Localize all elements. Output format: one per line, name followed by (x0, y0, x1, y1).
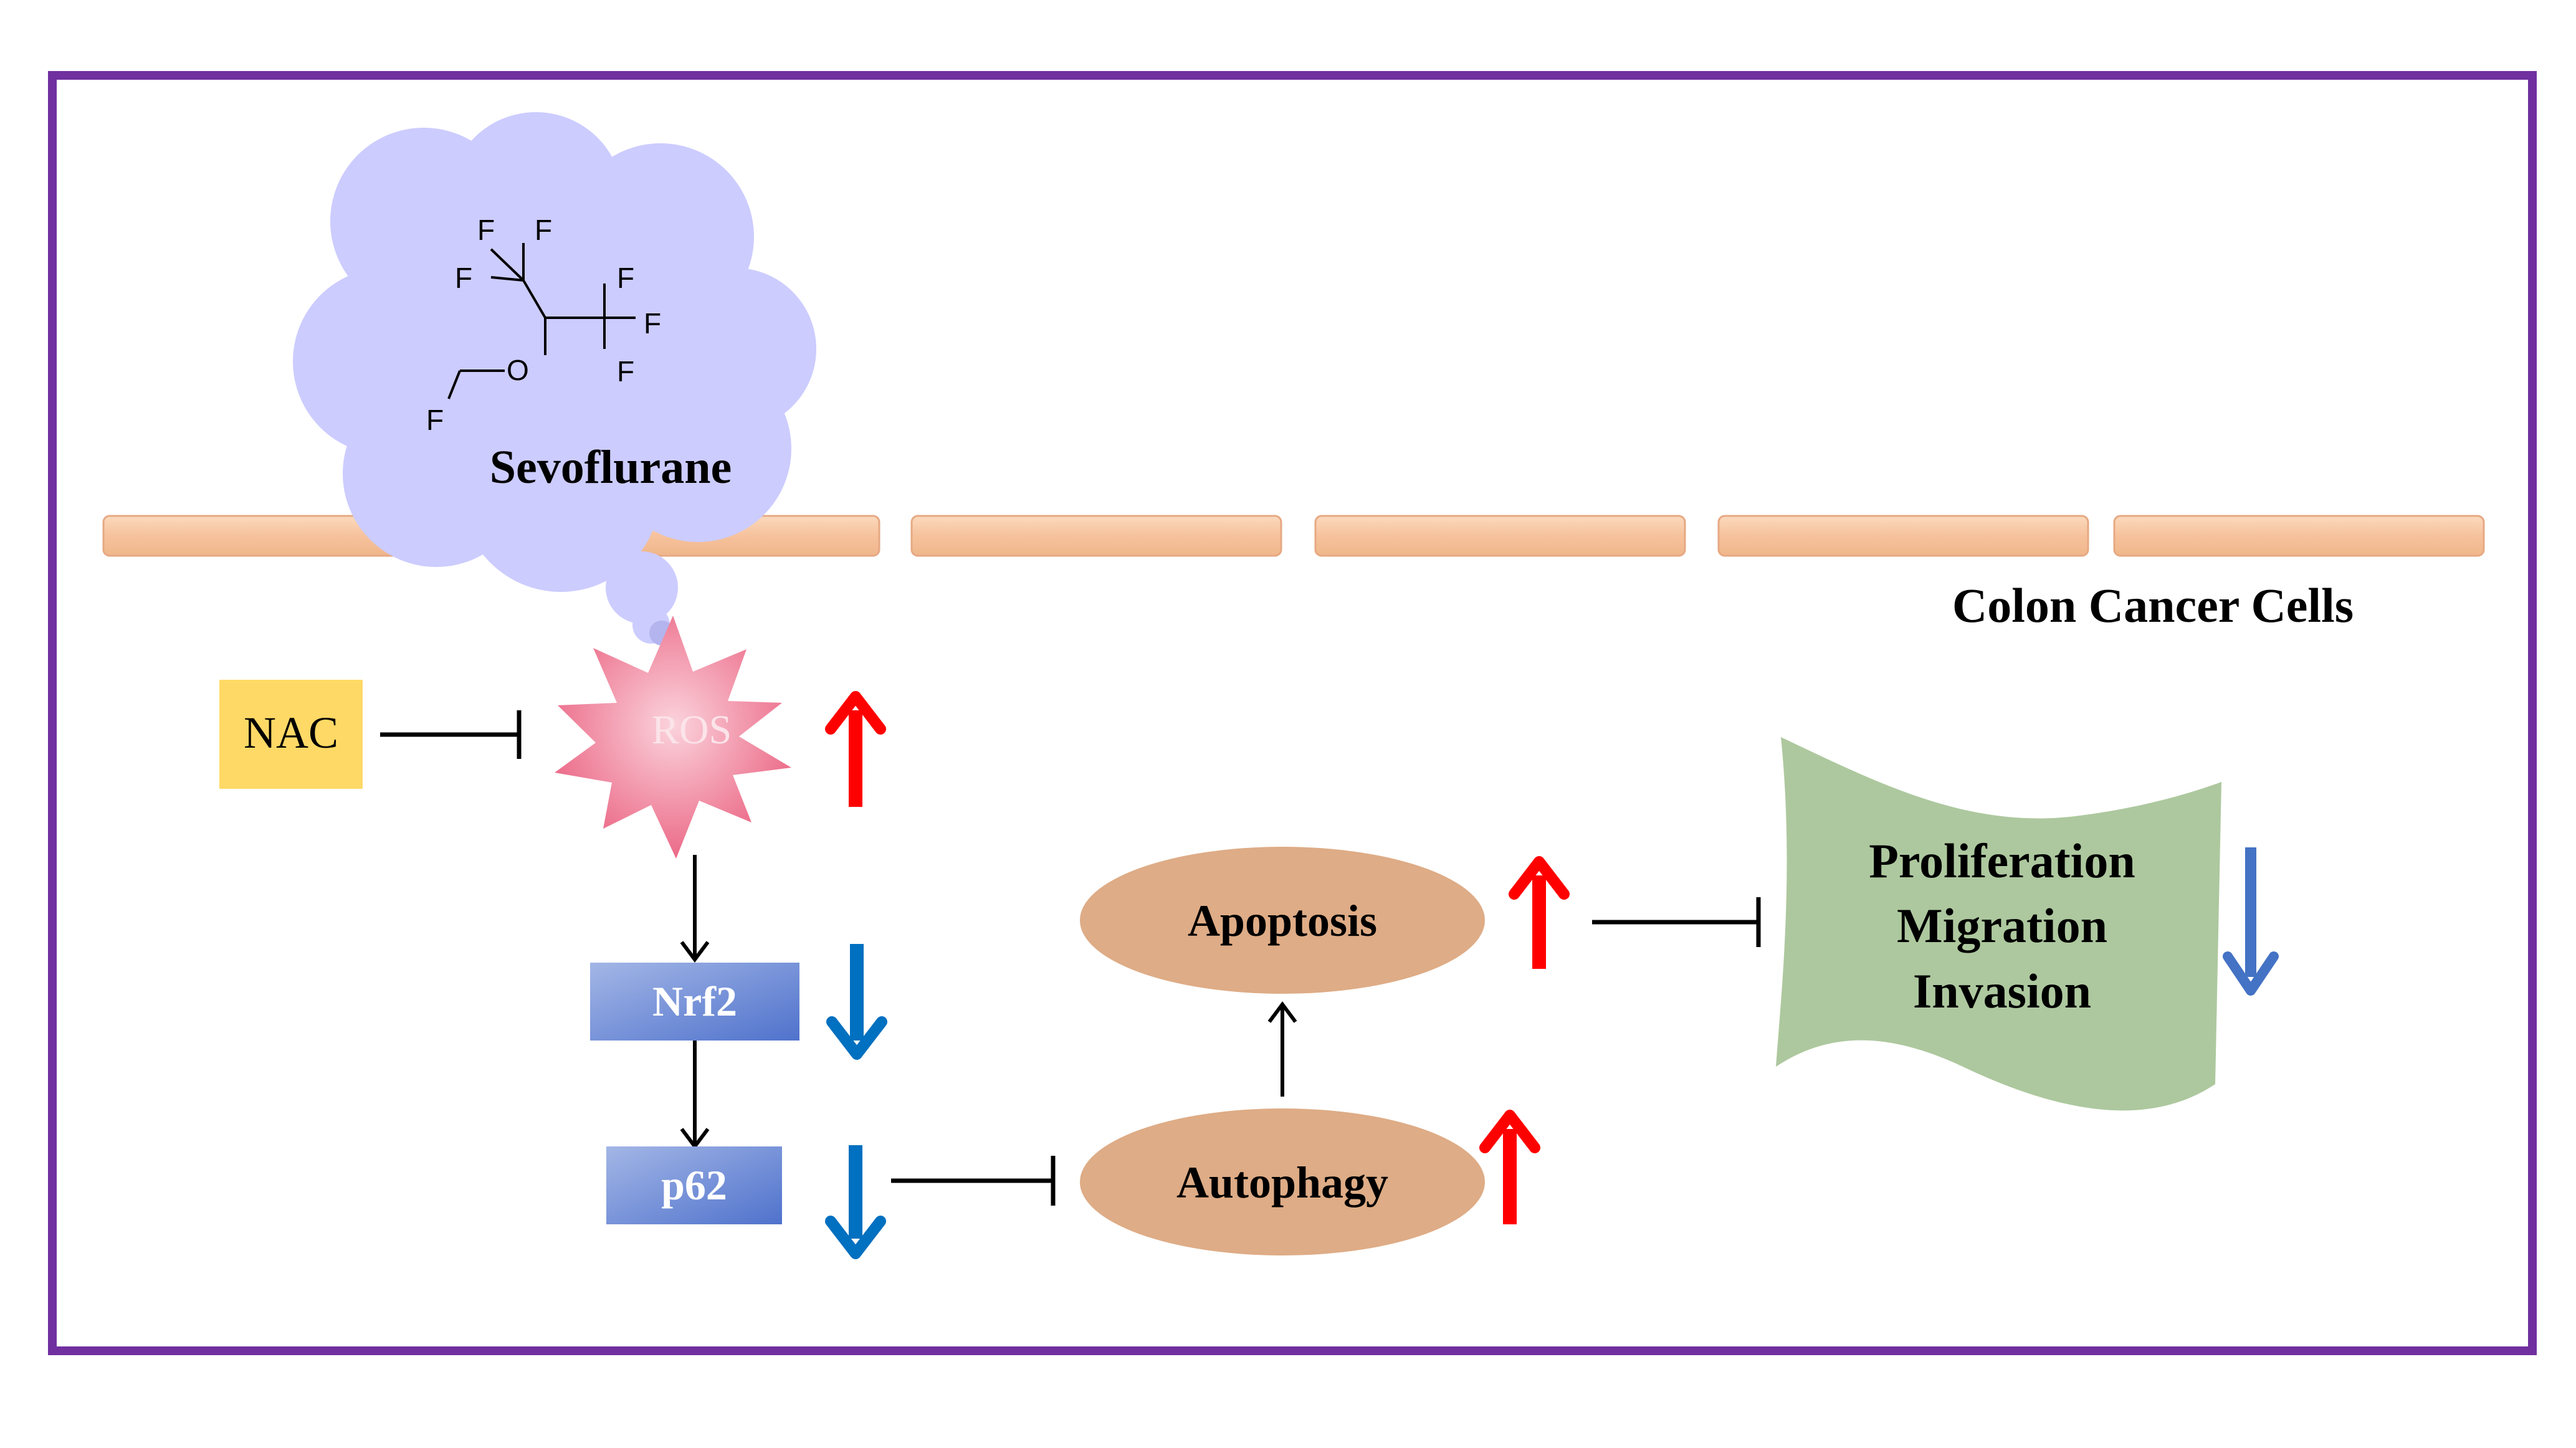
sevoflurane-atoms: F F F F F F O F (426, 214, 661, 436)
outcome-banner (1776, 737, 2221, 1111)
outcomes-down-arrow (2223, 847, 2279, 996)
ros-to-nrf2-arrow (680, 855, 710, 963)
atom-f: F (455, 262, 472, 294)
p62-inhibits-autophagy (891, 1156, 1056, 1206)
diagram-frame (48, 71, 2537, 1355)
atom-f: F (426, 404, 444, 436)
ros-label: ROS (652, 707, 732, 753)
atom-o: O (507, 354, 529, 386)
apoptosis-inhibits-outcomes (1592, 897, 1761, 947)
nac-box (219, 680, 363, 789)
outcome-invasion: Invasion (1913, 964, 2091, 1018)
ros-starburst (555, 616, 791, 859)
outcome-proliferation: Proliferation (1869, 834, 2135, 888)
autophagy-label: Autophagy (1176, 1158, 1388, 1207)
atom-f: F (617, 262, 634, 294)
nac-label: NAC (244, 708, 338, 758)
membrane-segment (1717, 515, 2089, 557)
apoptosis-ellipse (1080, 847, 1485, 994)
nrf2-label: Nrf2 (652, 978, 737, 1025)
autophagy-up-arrow (1479, 1110, 1540, 1224)
cell-type-label: Colon Cancer Cells (1952, 578, 2354, 632)
p62-down-arrow (825, 1145, 886, 1259)
autophagy-ellipse (1080, 1108, 1485, 1255)
membrane-segment (910, 515, 1282, 557)
nrf2-box (590, 963, 799, 1041)
apoptosis-label: Apoptosis (1188, 896, 1377, 946)
nac-inhibits-ros (380, 710, 522, 759)
nrf2-down-arrow (826, 944, 887, 1060)
ros-up-arrow (825, 691, 886, 807)
atom-f: F (617, 355, 634, 388)
sevoflurane-structure (447, 243, 636, 399)
membrane-segment (1314, 515, 1686, 557)
p62-label: p62 (661, 1161, 727, 1209)
apoptosis-up-arrow (1509, 856, 1570, 969)
autophagy-to-apoptosis-arrow (1267, 1001, 1297, 1097)
outcome-migration: Migration (1897, 898, 2107, 953)
nrf2-to-p62-arrow (680, 1041, 710, 1150)
atom-f: F (644, 307, 661, 340)
atom-f: F (477, 214, 495, 246)
atom-f: F (535, 214, 552, 246)
membrane-segment (2113, 515, 2485, 557)
p62-box (606, 1146, 782, 1224)
sevoflurane-label: Sevoflurane (490, 441, 732, 493)
sevoflurane-cloud (293, 112, 816, 645)
